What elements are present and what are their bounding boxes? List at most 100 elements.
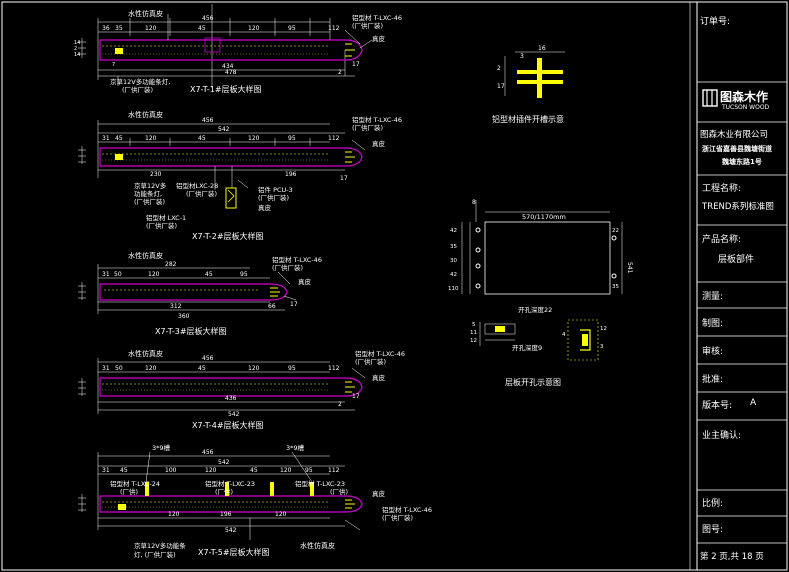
dim: 4 <box>562 332 566 338</box>
finish-label: 水性仿真皮 <box>128 110 163 119</box>
profile-label: 铝型材 T-LXC-23 <box>205 479 255 488</box>
detail-3: 水性仿真皮 铝型材 T-LXC-46 (厂供厂装) 真皮 282 31 50 1… <box>78 251 322 336</box>
dim-top: 95 <box>305 467 313 474</box>
slot-label: 3*9槽 <box>286 443 305 452</box>
dim-top: 31 <box>102 271 110 278</box>
dim-bottom: 120 <box>168 511 180 518</box>
survey-label: 测量: <box>702 292 724 302</box>
dim-side: 2 <box>74 46 77 52</box>
dim-bottom: 2 <box>338 401 342 408</box>
hole-diagram-title: 层板开孔示意图 <box>505 377 561 387</box>
detail-title: X7-T-3#层板大样图 <box>155 326 227 336</box>
slot-profile <box>145 482 149 496</box>
light-label: 京草12V多功能条灯, <box>110 77 170 86</box>
dim-top-total: 542 <box>218 126 230 133</box>
dim-bottom: 478 <box>225 69 237 76</box>
dim-bottom: 434 <box>222 63 234 70</box>
slot-profile <box>310 482 314 496</box>
supply-label: (厂供厂装) <box>355 357 386 366</box>
profile2-label: 铝型材LXC-28 <box>176 181 218 190</box>
product-value: 层板部件 <box>718 255 755 265</box>
profile-label: 铝型材 T-LXC-46 <box>355 349 405 358</box>
profile-slot-note: 16 3 2 17 铝型材插件开槽示意 <box>492 45 565 124</box>
company-name: 图森木业有限公司 <box>700 130 769 140</box>
edge-label: 真皮 <box>372 139 386 148</box>
supply-label: (厂供厂装) <box>272 263 303 272</box>
dim-top-total: 456 <box>202 15 214 22</box>
detail-title: X7-T-2#层板大样图 <box>192 231 264 241</box>
dim-bottom: 196 <box>285 171 297 178</box>
dim-bottom: 2 <box>338 69 342 76</box>
dim-top: 120 <box>145 365 157 372</box>
dim-top: 120 <box>148 271 160 278</box>
project-label: 工程名称: <box>702 184 742 194</box>
dim-top: 112 <box>328 25 340 32</box>
dim-top: 120 <box>280 467 292 474</box>
dim-top: 35 <box>115 25 123 32</box>
panel-plan <box>484 221 611 295</box>
edge2-label: 真皮 <box>258 203 272 212</box>
dim: 42 <box>450 272 457 278</box>
dim-top: 120 <box>248 135 260 142</box>
dim: 30 <box>450 258 457 264</box>
review-label: 审核: <box>702 347 724 357</box>
dim-top: 112 <box>328 365 340 372</box>
supply-label: (厂供) <box>120 487 138 496</box>
finish-label: 水性仿真皮 <box>128 251 163 260</box>
dim-bottom: 17 <box>340 175 348 182</box>
light-label: 灯, (厂供厂装) <box>134 550 176 559</box>
dim-top: 120 <box>145 135 157 142</box>
dim-top: 120 <box>248 25 260 32</box>
profile-label: 铝型材 T-LXC-46 <box>352 13 402 22</box>
dim: 110 <box>448 286 459 292</box>
dim-bottom: 360 <box>178 313 190 320</box>
dim: 3 <box>520 53 524 60</box>
profile3-label: 铝型材 LXC-1 <box>146 213 186 222</box>
slot-profile <box>225 482 229 496</box>
dim-top: 45 <box>120 467 128 474</box>
dim-top: 95 <box>240 271 248 278</box>
version-label: 版本号: <box>702 401 733 411</box>
dim: 35 <box>450 244 457 250</box>
detail-title: X7-T-5#层板大样图 <box>198 547 270 557</box>
dim-top: 120 <box>145 25 157 32</box>
note-title: 铝型材插件开槽示意 <box>492 114 564 124</box>
detail-title: X7-T-4#层板大样图 <box>192 420 264 430</box>
slot-profile <box>270 482 274 496</box>
dim: 12 <box>470 338 477 344</box>
slot-label: 3*9槽 <box>152 443 171 452</box>
dim-bottom: 17 <box>352 393 360 400</box>
connector-supply: (厂供厂装) <box>258 193 289 202</box>
dim-bottom: 66 <box>268 303 276 310</box>
dim-top: 45 <box>198 365 206 372</box>
approve-label: 批准: <box>702 375 724 385</box>
brand-en: TUCSON WOOD <box>722 104 770 111</box>
profile-label: 铝型材 T-LXC-46 <box>352 115 402 124</box>
profile-end <box>345 43 355 57</box>
dim-top: 45 <box>205 271 213 278</box>
order-no-label: 订单号: <box>700 17 731 27</box>
version-value: A <box>750 398 757 408</box>
depth-dim: 541 <box>626 262 633 274</box>
dim: 5 <box>472 322 476 328</box>
dim-top: 31 <box>102 135 110 142</box>
dim-top: 36 <box>102 25 110 32</box>
detail-5: 3*9槽 3*9槽 456 542 31 45 100 120 45 120 9… <box>78 443 432 559</box>
dim-top-total: 456 <box>202 117 214 124</box>
dim-top-total: 282 <box>165 261 177 268</box>
dim-top: 95 <box>288 25 296 32</box>
dim-top: 112 <box>328 467 340 474</box>
detail-1: 水性仿真皮 铝型材 T-LXC-46 (厂供厂装) 真皮 456 36 35 1… <box>74 4 402 94</box>
panel-outline <box>99 39 363 61</box>
dim-top: 112 <box>328 135 340 142</box>
dim: 2 <box>497 65 501 72</box>
supply-label: (厂供厂装) <box>382 513 413 522</box>
dim-top: 95 <box>288 135 296 142</box>
page-info: 第 2 页,共 18 页 <box>700 552 764 562</box>
light-label: 京草12V多 <box>134 181 167 190</box>
drafter-label: 制图: <box>702 319 724 329</box>
dim-top: 120 <box>248 365 260 372</box>
edge-label: 真皮 <box>372 489 386 498</box>
product-label: 产品名称: <box>702 235 742 245</box>
dim-side: 14 <box>74 40 80 46</box>
